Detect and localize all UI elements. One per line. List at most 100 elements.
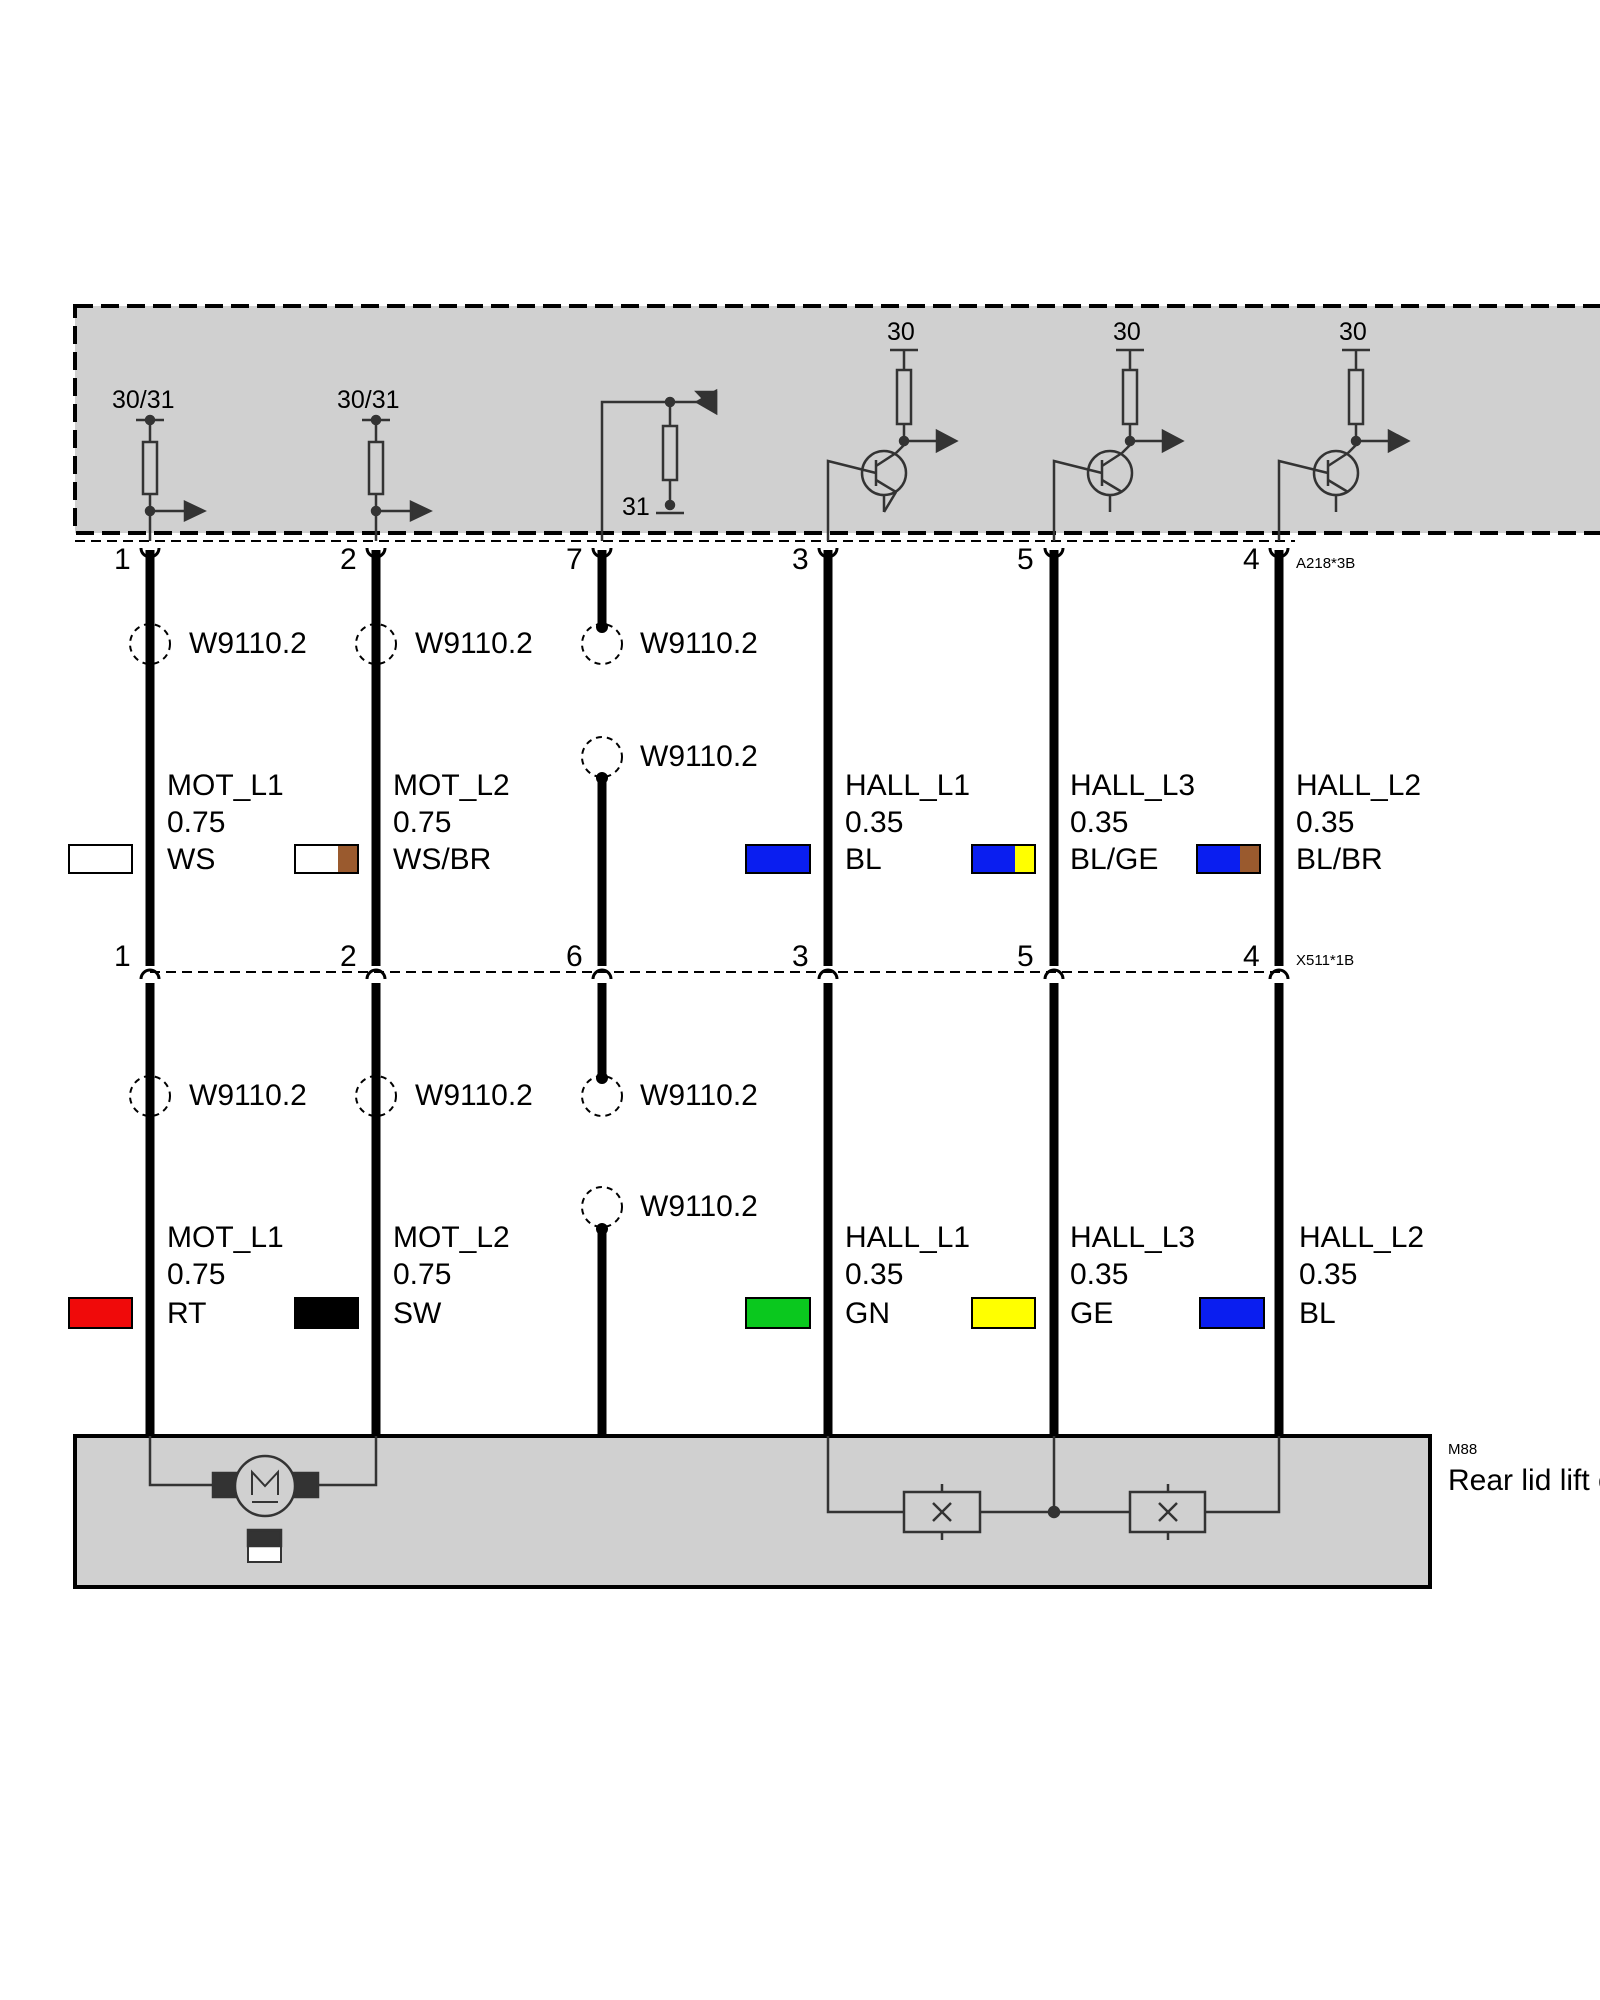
wire-color-swatch	[294, 844, 359, 874]
shield-label: W9110.2	[415, 627, 533, 660]
pin-number: 2	[340, 940, 357, 973]
shield-labels: W9110.2 W9110.2 W9110.2 W9110.2 W9110.2 …	[189, 627, 758, 1223]
color-code: GN	[845, 1297, 890, 1330]
resistor-icon	[367, 440, 385, 496]
wire-gauge: 0.35	[845, 1258, 903, 1291]
wire-label-mot-l2-upper: MOT_L2 0.75 WS/BR	[294, 769, 510, 876]
color-code: RT	[167, 1297, 206, 1330]
lower-wire-labels: MOT_L1 0.75 RT MOT_L2 0.75 SW HALL_L1 0.…	[68, 1221, 1424, 1330]
signal-name: MOT_L2	[393, 1221, 510, 1254]
signal-name: MOT_L1	[167, 1221, 284, 1254]
signal-name: HALL_L1	[845, 1221, 970, 1254]
supply-labels: 30/31 30/31 31 30 30 30	[112, 318, 1367, 521]
wire-gauge: 0.75	[393, 806, 451, 839]
output-arrow-icon	[1387, 428, 1411, 454]
shield-icon	[581, 736, 623, 778]
wire-color-swatch	[294, 1297, 359, 1329]
shield-dots	[596, 621, 608, 1235]
top-pin-numbers: 1 2 7 3 5 4 A218*3B	[114, 543, 1355, 576]
signal-name: MOT_L2	[393, 769, 510, 802]
top-module-symbols	[136, 348, 1411, 541]
color-code: WS	[167, 843, 215, 876]
wire-label-hall-l1-upper: HALL_L1 0.35 BL	[745, 769, 970, 876]
wire-label-mot-l1-lower: MOT_L1 0.75 RT	[68, 1221, 284, 1330]
transistor-icon	[1312, 449, 1360, 497]
pin-number: 1	[114, 940, 131, 973]
wire-gauge: 0.75	[393, 1258, 451, 1291]
wire-color-swatch	[745, 1297, 811, 1329]
motor-symbol	[148, 1436, 378, 1563]
wire-label-hall-l3-upper: HALL_L3 0.35 BL/GE	[971, 769, 1195, 876]
resistor-icon	[141, 440, 159, 496]
pin-number: 5	[1017, 940, 1034, 973]
hall-driver-1	[826, 348, 959, 541]
supply-label: 30/31	[112, 386, 175, 414]
wire-label-hall-l1-lower: HALL_L1 0.35 GN	[745, 1221, 970, 1330]
wire-label-hall-l2-lower: HALL_L2 0.35 BL	[1199, 1221, 1424, 1330]
wire-gauge: 0.35	[1296, 806, 1354, 839]
wire-label-hall-l3-lower: HALL_L3 0.35 GE	[971, 1221, 1195, 1330]
pin-number: 6	[566, 940, 583, 973]
pin-number: 3	[792, 543, 809, 576]
shield-label: W9110.2	[640, 1190, 758, 1223]
pin-number: 7	[566, 543, 583, 576]
wire-gauge: 0.75	[167, 806, 225, 839]
wire-gauge: 0.75	[167, 1258, 225, 1291]
wire-color-swatch	[68, 844, 133, 874]
color-code: WS/BR	[393, 843, 491, 876]
shield-icon	[355, 623, 397, 665]
resistor-icon	[1121, 368, 1139, 426]
signal-name: HALL_L3	[1070, 1221, 1195, 1254]
pin-number: 2	[340, 543, 357, 576]
pulldown-pin7	[600, 388, 718, 541]
shield-label: W9110.2	[189, 627, 307, 660]
supply-label: 30	[887, 318, 915, 346]
resistor-icon	[895, 368, 913, 426]
shield-label: W9110.2	[640, 627, 758, 660]
wire-gauge: 0.35	[845, 806, 903, 839]
top-module-box	[73, 304, 1600, 535]
output-arrow-icon	[183, 500, 207, 522]
mid-pin-numbers: 1 2 6 3 5 4 X511*1B	[114, 940, 1354, 973]
m88-internals	[148, 1436, 1281, 1563]
shield-label: W9110.2	[640, 740, 758, 773]
pin-number: 5	[1017, 543, 1034, 576]
signal-name: HALL_L3	[1070, 769, 1195, 802]
output-arrow-icon	[1161, 428, 1185, 454]
output-arrow-icon	[409, 500, 433, 522]
motor-driver-2	[362, 414, 433, 541]
supply-label: 31	[622, 493, 650, 521]
motor-driver-1	[136, 414, 207, 541]
wire-color-swatch	[971, 844, 1036, 874]
pin-number: 3	[792, 940, 809, 973]
signal-name: MOT_L1	[167, 769, 284, 802]
supply-label: 30/31	[337, 386, 400, 414]
pin-number: 4	[1243, 543, 1260, 576]
pin-number: 4	[1243, 940, 1260, 973]
shield-icon	[129, 623, 171, 665]
top-control-module	[73, 304, 1600, 542]
pin-arc-top	[139, 547, 1290, 559]
pin-number: 1	[114, 543, 131, 576]
wire-color-swatch	[1199, 1297, 1265, 1329]
wire-label-mot-l1-upper: MOT_L1 0.75 WS	[68, 769, 284, 876]
wire-gauge: 0.35	[1070, 1258, 1128, 1291]
hall-sensor-network	[826, 1436, 1281, 1540]
color-code: BL	[845, 843, 882, 876]
supply-label: 30	[1113, 318, 1141, 346]
wire-gauge: 0.35	[1299, 1258, 1357, 1291]
connector-id: X511*1B	[1296, 952, 1354, 969]
shield-label: W9110.2	[640, 1079, 758, 1112]
wire-color-swatch	[68, 1297, 133, 1329]
component-id: M88	[1448, 1441, 1477, 1458]
transistor-icon	[1086, 449, 1134, 497]
pin-arcs	[139, 547, 1290, 980]
wire-color-swatch	[971, 1297, 1036, 1329]
output-arrow-icon	[935, 428, 959, 454]
wire-gauge: 0.35	[1070, 806, 1128, 839]
signal-name: HALL_L1	[845, 769, 970, 802]
resistor-icon	[661, 424, 679, 482]
shield-label: W9110.2	[189, 1079, 307, 1112]
color-code: BL	[1299, 1297, 1336, 1330]
